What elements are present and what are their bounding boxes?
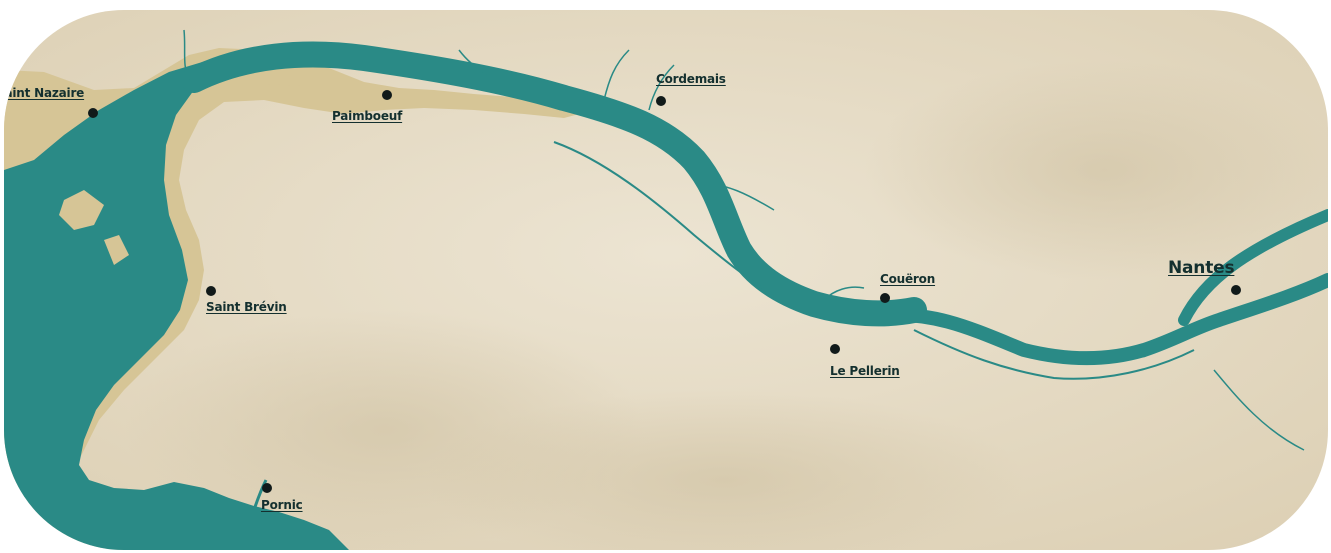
parchment-stain: [864, 60, 1328, 280]
place-label-le-pellerin[interactable]: Le Pellerin: [830, 364, 900, 378]
side-channel: [553, 141, 775, 296]
town-dot-saint-brevin[interactable]: [206, 286, 216, 296]
place-label-coueron[interactable]: Couëron: [880, 272, 936, 286]
town-dot-cordemais[interactable]: [656, 96, 666, 106]
place-label-cordemais[interactable]: Cordemais: [656, 72, 726, 86]
loire-river: [181, 41, 927, 327]
town-dot-coueron[interactable]: [880, 293, 890, 303]
estuary-island: [59, 190, 104, 230]
parchment-stain: [424, 390, 1024, 550]
side-channel: [913, 329, 1195, 380]
tributary: [183, 29, 1305, 451]
sea-water: [4, 58, 349, 550]
loire-river: [877, 273, 1328, 366]
town-dot-le-pellerin[interactable]: [830, 344, 840, 354]
town-dot-pornic[interactable]: [262, 483, 272, 493]
town-dot-saint-nazaire[interactable]: [88, 108, 98, 118]
place-label-paimboeuf[interactable]: Paimboeuf: [332, 109, 403, 123]
place-label-saint-nazaire[interactable]: Saint Nazaire: [4, 86, 85, 100]
map-canvas[interactable]: [4, 10, 1328, 550]
estuary-island: [104, 235, 129, 265]
coastal-inlet: [252, 479, 268, 511]
place-label-saint-brevin[interactable]: Saint Brévin: [206, 300, 287, 314]
place-label-pornic[interactable]: Pornic: [261, 498, 303, 512]
place-label-nantes[interactable]: Nantes: [1168, 258, 1235, 278]
town-dot-paimboeuf[interactable]: [382, 90, 392, 100]
loire-river-upstream: [1178, 209, 1328, 326]
town-dot-nantes[interactable]: [1231, 285, 1241, 295]
map-frame[interactable]: Saint Nazaire Paimboeuf Cordemais Saint …: [4, 10, 1328, 550]
